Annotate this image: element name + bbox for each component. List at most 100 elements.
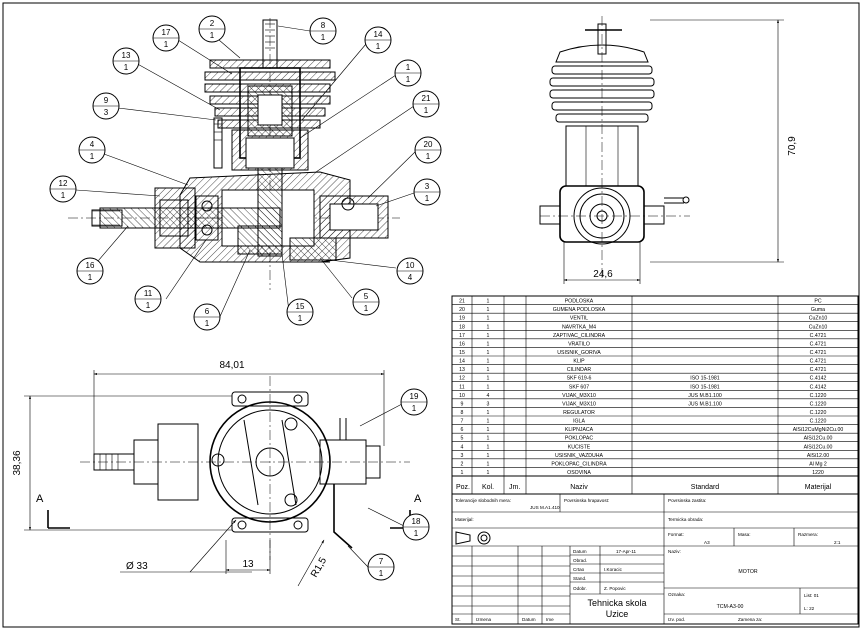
code-value: TCM-A3-00 [717,604,744,610]
balloon-17-qty: 1 [164,40,169,49]
bom-cell-pos: 18 [459,324,465,330]
bom-cell-name: VENTIL [570,316,588,322]
bom-cell-pos: 6 [461,427,464,433]
bom-cell-name: NAVRTKA_M4 [562,324,596,330]
bom-cell-mat: C.4142 [810,384,827,390]
bom-cell-name: POKLOPAC [565,436,593,442]
date-value: 17-Apr-11 [616,549,637,554]
bom-cell-mat: Guma [811,307,825,313]
standard-label: Stand. [573,576,586,581]
bom-cell-mat: C.1220 [810,393,827,399]
balloon-14-num: 14 [374,30,383,39]
bom-cell-name: SKF 619-6 [567,376,592,382]
bom-cell-qty: 1 [487,350,490,356]
bom-cell-pos: 17 [459,333,465,339]
bom-header-unit: Jm. [509,484,520,491]
bom-cell-mat: AlSi12CuMgNi2Cu.00 [793,427,844,433]
title-block-text: Tolerancije slobodnih mera: JUS M.A1.410… [455,498,841,622]
bom-cell-qty: 1 [487,299,490,305]
bom-cell-qty: 1 [487,436,490,442]
bom-cell-mat: 1220 [812,470,824,476]
balloon-labels: 2 1 17 1 8 1 13 1 14 1 1 1 9 3 21 1 4 1 … [59,19,433,578]
bom-cell-name: KUCISTE [568,444,591,450]
drawn-label: Crtao [573,567,585,572]
bom-cell-mat: C.1220 [810,419,827,425]
sheet-label: List: 01 [804,593,819,598]
bom-cell-mat: Al Mg 2 [809,461,827,467]
dim-offset: 13 [242,559,254,570]
bom-cell-qty: 1 [487,307,490,313]
bom-cell-qty: 1 [487,384,490,390]
bom-cell-name: VIJAK_M3X10 [562,401,596,407]
balloon-1-qty: 1 [406,75,411,84]
bom-cell-std: JUS M.B1.100 [688,401,722,407]
bom-cell-pos: 9 [461,401,464,407]
side-view [539,16,784,284]
bom-header-standard: Standard [691,484,720,491]
bom-cell-qty: 1 [487,359,490,365]
bom-cell-mat: AlSi12.00 [807,453,829,459]
bom-cell-pos: 8 [461,410,464,416]
dim-length-bottom: 84,01 [219,360,244,371]
bom-cell-name: GUMENA PODLOSKA [553,307,606,313]
change-label: Izmena [476,617,492,622]
title-block [451,493,859,625]
bom-cell-mat: C.1220 [810,401,827,407]
bom-header-pos: Poz. [456,484,470,491]
replaced-label: Zamena za: [738,617,762,622]
balloon-3-num: 3 [425,182,430,191]
bom-cell-mat: CuZn10 [809,324,828,330]
bom-cell-qty: 1 [487,316,490,322]
bom-cell-name: KLIPNJACA [565,427,594,433]
bom-cell-pos: 14 [459,359,465,365]
bom-cell-std: JUS M.B1.100 [688,393,722,399]
balloon-11-qty: 1 [146,301,151,310]
balloon-16-qty: 1 [88,273,93,282]
bom-cell-name: CILINDAR [567,367,591,373]
bom-cell-name: VRATILO [568,341,590,347]
bom-cell-qty: 1 [487,453,490,459]
bom-cell-mat: C.4721 [810,359,827,365]
balloon-7-qty: 1 [379,569,384,578]
bom-cell-pos: 4 [461,444,464,450]
bom-cell-qty: 3 [487,401,490,407]
dimension-labels: 70,9 24,6 84,01 38,36 Ø 33 13 R1,5 A A [12,136,798,580]
bom-cell-mat: CuZn10 [809,316,828,322]
tolerance-label: Tolerancije slobodnih mera: [455,498,511,503]
balloon-7-num: 7 [379,557,384,566]
bom-cell-qty: 1 [487,333,490,339]
heat-treatment-label: Termicka obrada: [668,517,703,522]
bom-cell-mat: AlSi12Cu.00 [804,436,833,442]
tolerance-value: JUS M.A1.410 [530,505,560,510]
bom-header-qty: Kol. [482,484,494,491]
bom-cell-name: IGLA [573,419,585,425]
bom-cell-mat: PC [814,299,821,305]
bom-cell-qty: 1 [487,341,490,347]
bom-cell-name: SKF 607 [569,384,589,390]
approved-value: Z. Popovic [604,586,626,591]
bom-cell-std: ISO 15-1981 [690,384,720,390]
surface-finish-label: Povrsinska hrapavost: [564,498,609,503]
bom-cell-name: KLIP [573,359,585,365]
balloon-11-num: 11 [144,289,153,298]
bom-table [451,295,859,495]
balloon-10-num: 10 [406,261,415,270]
designed-label: Obrad. [573,558,587,563]
name-col-label: Ime [546,617,554,622]
mass-label: Masa: [738,532,751,537]
bom-cell-name: POKLOPAC_CILINDRA [551,461,607,467]
balloon-6-num: 6 [205,307,210,316]
balloon-6-qty: 1 [205,319,210,328]
bom-cell-std: ISO 15-1981 [690,376,720,382]
bom-header-name: Naziv [570,484,588,491]
bom-cell-pos: 7 [461,419,464,425]
bom-cell-qty: 1 [487,419,490,425]
bom-cell-mat: C.4721 [810,350,827,356]
school-line1: Tehnicka skola [587,598,646,608]
bom-cell-name: VIJAK_M3X10 [562,393,596,399]
date-label: Datum [573,549,587,554]
balloon-5-qty: 1 [364,304,369,313]
leader-lines [75,25,417,568]
